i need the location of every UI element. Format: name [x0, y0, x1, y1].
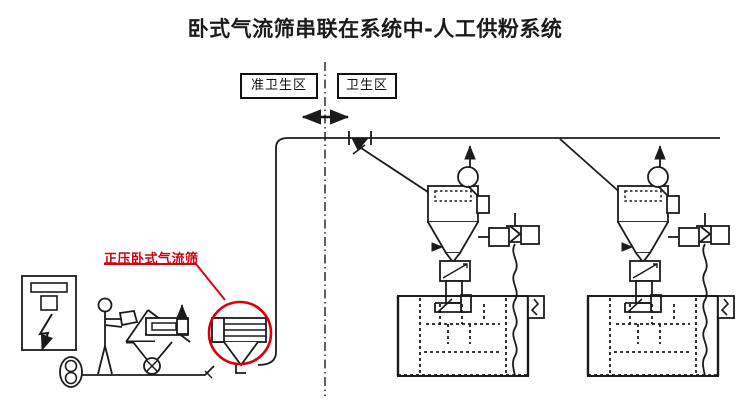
control-panel-2: [696, 213, 730, 377]
control-panel-1: [506, 213, 540, 377]
callout-leader-lines: [104, 263, 226, 301]
zone-label-clean: 卫生区: [337, 73, 397, 99]
rotary-valve-1: [439, 260, 471, 282]
platform-1: [396, 295, 545, 377]
platform-2: [586, 295, 735, 377]
page-title: 卧式气流筛串联在系统中-人工供粉系统: [187, 17, 563, 41]
operator-figure: [97, 297, 139, 375]
horizontal-airflow-sieve: [211, 317, 267, 374]
sieve-highlight-circle: [207, 300, 273, 366]
exhaust-fan-1: [457, 145, 479, 197]
receiving-silo-2: [617, 185, 680, 264]
receiving-silo-1: [427, 185, 490, 264]
exhaust-fan-2: [647, 145, 669, 197]
drop-leg-1: [357, 145, 435, 197]
silo-outlet-box-2: [668, 227, 700, 247]
drop-leg-2: [559, 138, 625, 197]
control-cabinet: [21, 275, 77, 351]
screw-feeder: [145, 304, 189, 336]
rotary-valve-2: [629, 260, 661, 282]
roots-blower: [59, 356, 83, 388]
diverter-valve: [348, 131, 372, 155]
zone-label-semi-clean: 准卫生区: [240, 73, 318, 99]
conveying-pipe: [257, 137, 720, 366]
silo-outlet-box-1: [478, 227, 510, 247]
blower-air-line: [82, 365, 215, 379]
